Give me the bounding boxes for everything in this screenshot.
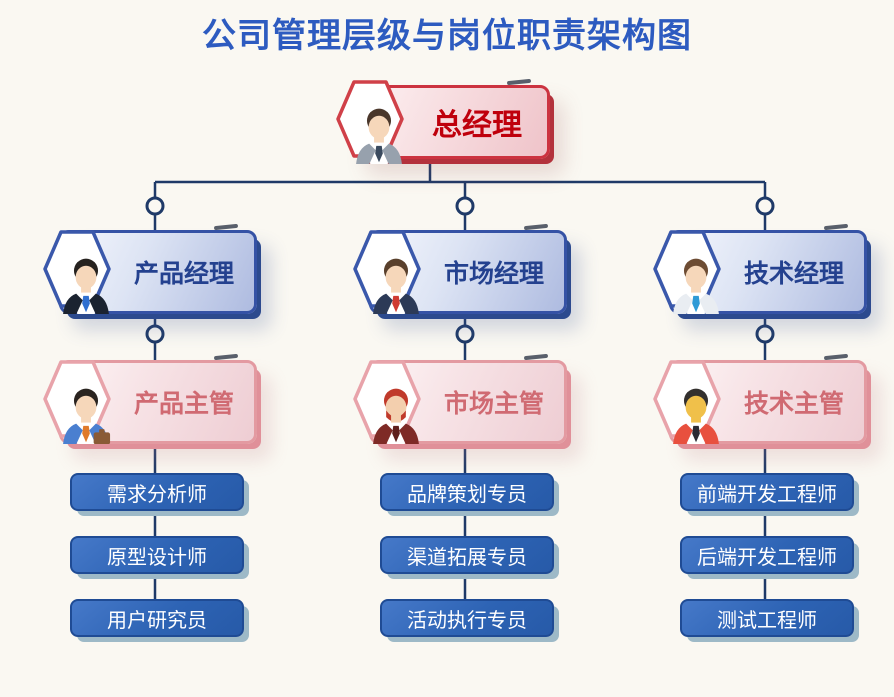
person-icon xyxy=(43,360,111,438)
avatar-badge xyxy=(335,74,405,164)
node-staff: 品牌策划专员 xyxy=(380,473,554,511)
person-icon xyxy=(353,230,421,308)
node-label: 产品经理 xyxy=(133,260,234,288)
person-icon xyxy=(43,230,111,308)
avatar-badge xyxy=(352,224,422,314)
node-staff: 渠道拓展专员 xyxy=(380,536,554,574)
node-staff: 活动执行专员 xyxy=(380,599,554,637)
avatar-badge xyxy=(352,354,422,444)
person-icon xyxy=(353,360,421,438)
node-label: 技术经理 xyxy=(743,260,844,288)
node-staff: 后端开发工程师 xyxy=(680,536,854,574)
node-staff: 原型设计师 xyxy=(70,536,244,574)
node-label: 市场经理 xyxy=(443,260,544,288)
node-staff: 前端开发工程师 xyxy=(680,473,854,511)
person-icon xyxy=(653,360,721,438)
avatar-badge xyxy=(42,354,112,444)
node-label: 产品主管 xyxy=(133,390,234,418)
node-staff: 测试工程师 xyxy=(680,599,854,637)
avatar-badge xyxy=(652,354,722,444)
node-label: 技术主管 xyxy=(743,390,844,418)
page-title: 公司管理层级与岗位职责架构图 xyxy=(202,17,692,55)
avatar-badge xyxy=(652,224,722,314)
person-icon xyxy=(336,80,404,158)
person-icon xyxy=(653,230,721,308)
avatar-badge xyxy=(42,224,112,314)
node-label: 市场主管 xyxy=(443,390,544,418)
node-label: 总经理 xyxy=(432,109,522,142)
node-staff: 需求分析师 xyxy=(70,473,244,511)
node-staff: 用户研究员 xyxy=(70,599,244,637)
